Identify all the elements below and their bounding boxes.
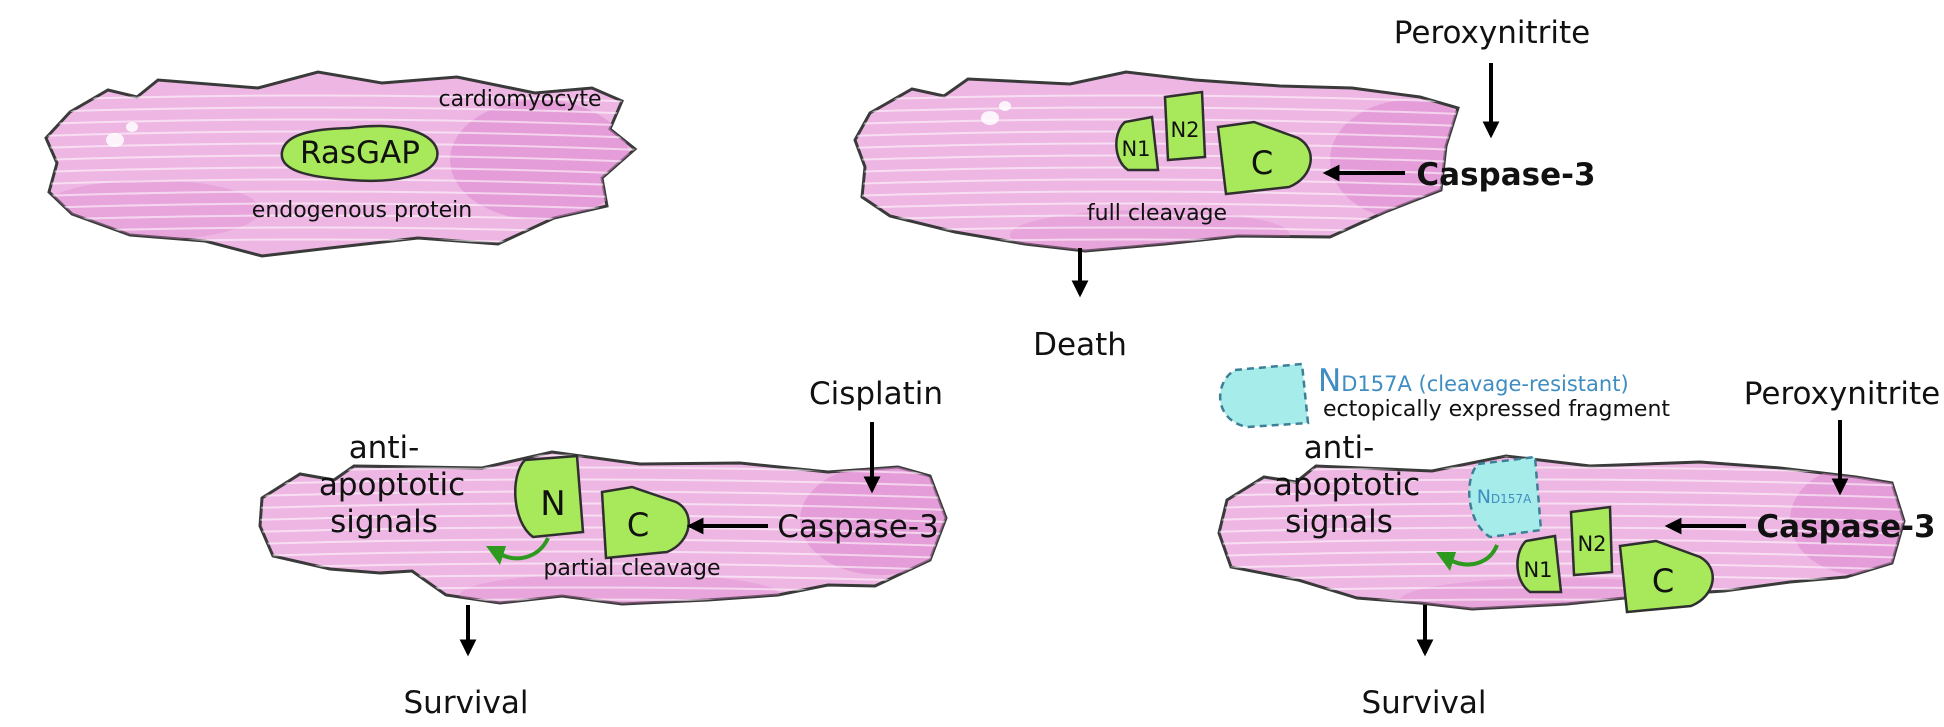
signals-line-1: anti-: [349, 430, 420, 466]
legend-sub: D157A (cleavage-resistant): [1341, 372, 1628, 396]
peroxynitrite-label: Peroxynitrite: [1394, 15, 1590, 51]
legend-title: ND157A (cleavage-resistant): [1318, 363, 1629, 399]
n1-label: N1: [1523, 558, 1552, 582]
legend-caption: ectopically expressed fragment: [1323, 397, 1670, 422]
c-label: C: [627, 506, 649, 544]
caspase-3-label: Caspase-3: [1756, 509, 1935, 545]
ectopic-fragment-sub: D157A: [1491, 492, 1532, 506]
n1-label: N1: [1121, 137, 1150, 161]
survival-outcome-label: Survival: [1362, 685, 1487, 721]
death-outcome-label: Death: [1033, 327, 1127, 363]
cardiomyocyte-label: cardiomyocyte: [439, 87, 602, 112]
signals-line-2: apoptotic: [319, 467, 465, 503]
signals-line-1: anti-: [1304, 430, 1375, 466]
partial-cleavage-label: partial cleavage: [543, 556, 720, 581]
endogenous-caption: endogenous protein: [252, 198, 472, 223]
full-cleavage-label: full cleavage: [1087, 201, 1227, 226]
n2-label: N2: [1170, 118, 1199, 142]
rasgap-label: RasGAP: [300, 135, 420, 171]
caspase-3-label: Caspase-3: [1416, 157, 1595, 193]
signals-line-3: signals: [330, 504, 438, 540]
signals-line-3: signals: [1285, 504, 1393, 540]
n2-label: N2: [1577, 532, 1606, 556]
panel-full-cleavage: N1 N2 C full cleavage Peroxynitrite Casp…: [850, 15, 1596, 363]
panel-cleavage-resistant: ND157A (cleavage-resistant) ectopically …: [1210, 363, 1940, 721]
cisplatin-label: Cisplatin: [809, 376, 943, 412]
legend-main: N: [1318, 363, 1341, 399]
caspase-3-label: Caspase-3: [777, 509, 939, 545]
panel-endogenous: cardiomyocyte RasGAP endogenous protein: [40, 72, 640, 256]
peroxynitrite-label: Peroxynitrite: [1744, 376, 1940, 412]
ectopic-fragment-main: N: [1477, 486, 1491, 508]
c-label: C: [1251, 144, 1273, 182]
panel-partial-cleavage: N C anti- apoptotic signals partial clea…: [250, 376, 960, 721]
survival-outcome-label: Survival: [404, 685, 529, 721]
signals-line-2: apoptotic: [1274, 467, 1420, 503]
ectopic-fragment-legend-icon: [1220, 364, 1308, 427]
c-label: C: [1652, 562, 1674, 600]
n-label: N: [540, 484, 565, 524]
